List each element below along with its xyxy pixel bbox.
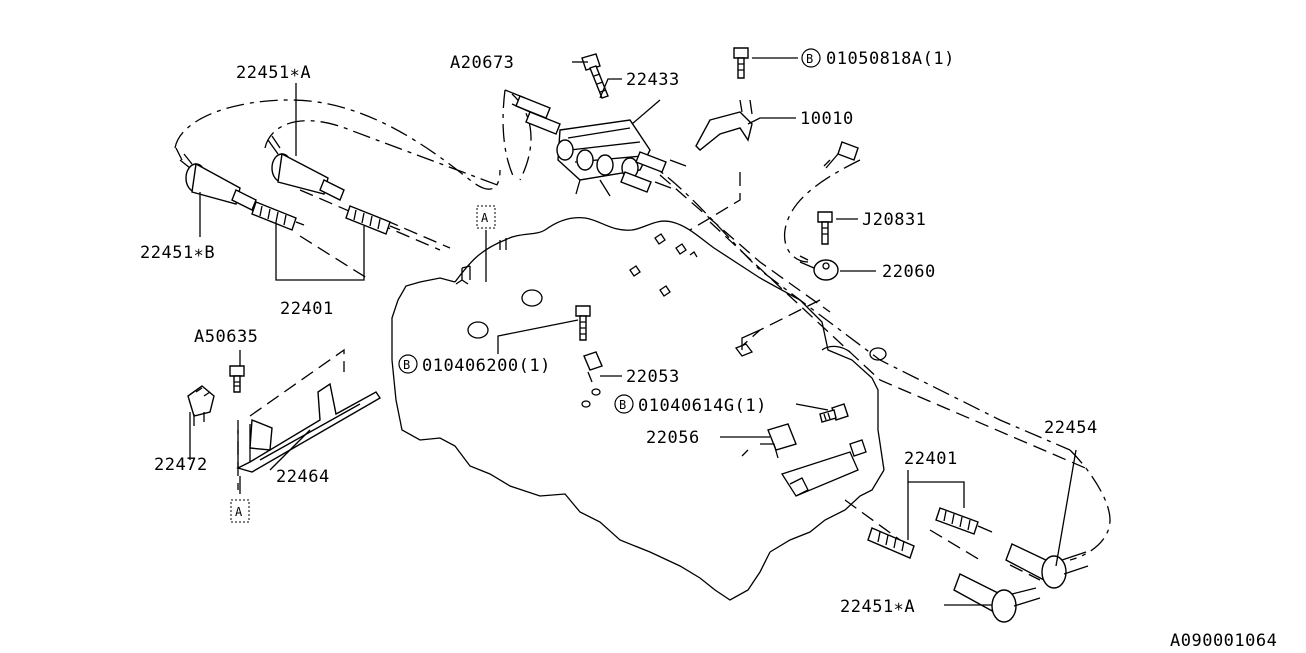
- callout-01050818a: 01050818A(1): [826, 49, 955, 69]
- sensor-connector-top-right[interactable]: [823, 141, 859, 169]
- callout-j20831: J20831: [862, 210, 926, 230]
- bracket-10010[interactable]: [695, 99, 753, 151]
- callout-22053: 22053: [626, 367, 680, 387]
- ignition-coil-a-bottom-right[interactable]: [953, 573, 1041, 623]
- b-marker-letter: B: [806, 52, 814, 66]
- spark-plug-left-2[interactable]: [345, 205, 401, 235]
- svg-text:A: A: [235, 505, 243, 519]
- callout-22451b: 22451∗B: [140, 243, 215, 263]
- callout-010406200: 010406200(1): [422, 356, 551, 376]
- leader-lines: [189, 57, 1077, 606]
- bolt-j20831[interactable]: [817, 211, 833, 245]
- spark-plug-left-1[interactable]: [251, 201, 305, 231]
- reference-box-bottom: A: [230, 499, 250, 523]
- callout-labels: A20673 22433 B 01050818A(1) 10010 J20831…: [140, 48, 1098, 617]
- callout-10010: 10010: [800, 109, 854, 129]
- bracket-dashed-outline: [237, 348, 345, 490]
- figure-id: A090001064: [1170, 631, 1277, 651]
- ignition-coil-22454[interactable]: [1005, 543, 1089, 589]
- callout-22451a-top: 22451∗A: [236, 63, 311, 83]
- callout-a50635: A50635: [194, 327, 258, 347]
- sensor-22056[interactable]: [741, 423, 797, 459]
- ignition-coil-pack[interactable]: [504, 89, 687, 197]
- bolt-010406200[interactable]: [575, 305, 591, 341]
- spark-plug-right-1[interactable]: [935, 507, 993, 535]
- callout-22060: 22060: [882, 262, 936, 282]
- callout-22451a-bottom: 22451∗A: [840, 597, 915, 617]
- callout-22464: 22464: [276, 467, 330, 487]
- b-marker-letter: B: [619, 398, 627, 412]
- reference-box-top: A: [476, 205, 496, 229]
- ignition-coil-a-top-left[interactable]: [267, 135, 345, 201]
- knock-sensor-22060[interactable]: [799, 255, 839, 281]
- callout-22401-right: 22401: [904, 449, 958, 469]
- engine-block: [391, 172, 1091, 601]
- b-marker-010406200: [398, 354, 418, 374]
- bolt-a20673[interactable]: [581, 53, 609, 99]
- spark-plug-right-2[interactable]: [867, 527, 915, 559]
- bolt-01050818a[interactable]: [733, 47, 749, 79]
- b-marker-01050818a: [801, 48, 821, 68]
- harness-bracket-22464[interactable]: [236, 382, 381, 473]
- callout-22472: 22472: [154, 455, 208, 475]
- callout-a20673: A20673: [450, 53, 514, 73]
- callout-22401-left: 22401: [280, 299, 334, 319]
- bolt-a50635[interactable]: [229, 365, 245, 393]
- callout-22056: 22056: [646, 428, 700, 448]
- ignition-coil-b-left[interactable]: [175, 147, 257, 211]
- b-marker-letter: B: [403, 358, 411, 372]
- callout-01040614g: 01040614G(1): [638, 396, 767, 416]
- clip-22472[interactable]: [187, 385, 215, 426]
- b-marker-01040614g: [614, 394, 634, 414]
- callout-22433: 22433: [626, 70, 680, 90]
- svg-text:A: A: [481, 211, 489, 225]
- bolt-01040614g[interactable]: [819, 403, 849, 423]
- callout-22454: 22454: [1044, 418, 1098, 438]
- sensor-22053[interactable]: [581, 351, 603, 408]
